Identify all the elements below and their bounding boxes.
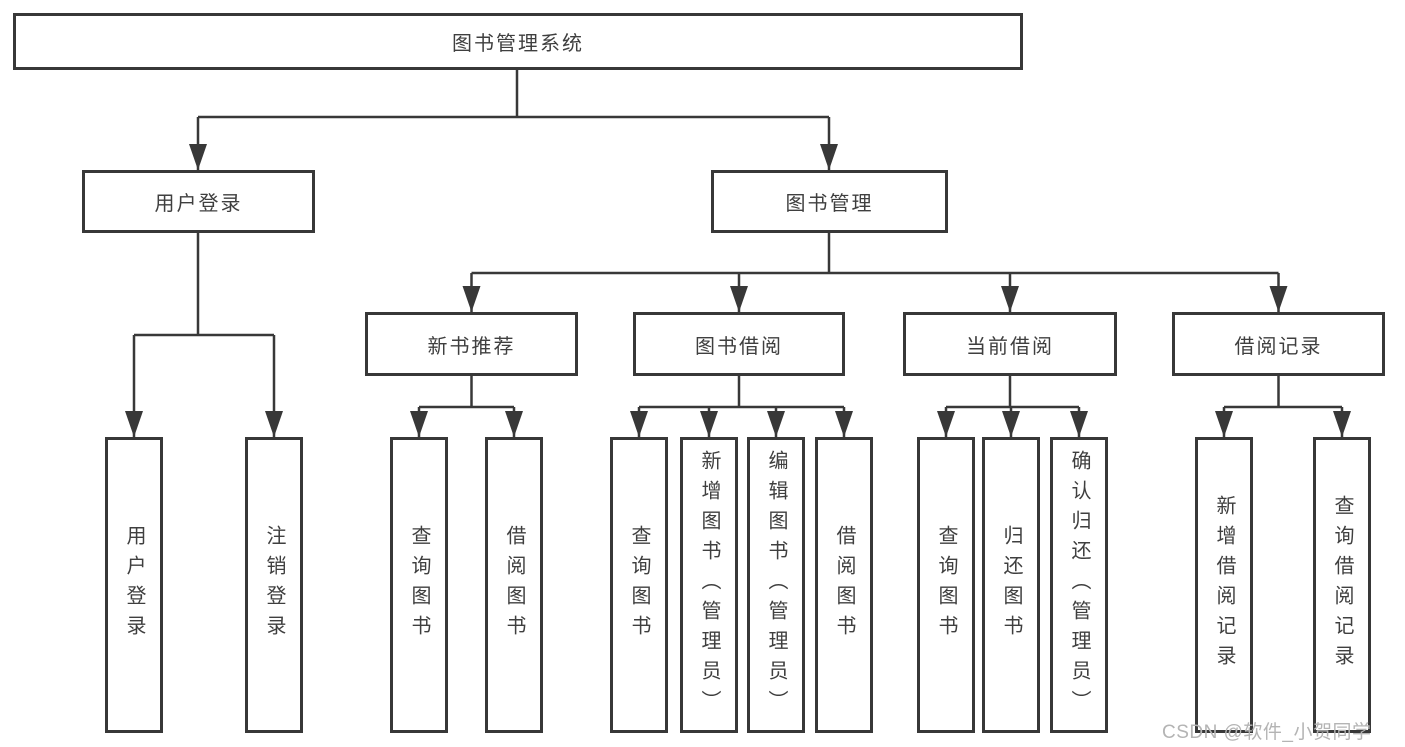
leaf-borrow-edit-books-admin: 编辑图书（管理员） (747, 437, 805, 733)
node-user-login: 用户登录 (82, 170, 315, 233)
node-library-system: 图书管理系统 (13, 13, 1023, 70)
leaf-borrow-add-books-admin: 新增图书（管理员） (680, 437, 738, 733)
leaf-borrow-borrow-books: 借阅图书 (815, 437, 873, 733)
node-book-borrowing: 图书借阅 (633, 312, 845, 376)
node-book-management: 图书管理 (711, 170, 948, 233)
leaf-current-return-books: 归还图书 (982, 437, 1040, 733)
node-current-borrowing: 当前借阅 (903, 312, 1117, 376)
leaf-borrow-query-books: 查询图书 (610, 437, 668, 733)
leaf-current-query-books: 查询图书 (917, 437, 975, 733)
csdn-watermark: CSDN @软件_小贺同学 (1162, 722, 1372, 743)
node-borrowing-records: 借阅记录 (1172, 312, 1385, 376)
leaf-user-login: 用户登录 (105, 437, 163, 733)
node-new-book-recommendation: 新书推荐 (365, 312, 578, 376)
leaf-records-add-record: 新增借阅记录 (1195, 437, 1253, 733)
leaf-newbook-borrow-books: 借阅图书 (485, 437, 543, 733)
leaf-logout: 注销登录 (245, 437, 303, 733)
arrowhead-icons (125, 144, 1351, 437)
leaf-current-confirm-return-admin: 确认归还（管理员） (1050, 437, 1108, 733)
leaf-records-query-record: 查询借阅记录 (1313, 437, 1371, 733)
leaf-newbook-query-books: 查询图书 (390, 437, 448, 733)
